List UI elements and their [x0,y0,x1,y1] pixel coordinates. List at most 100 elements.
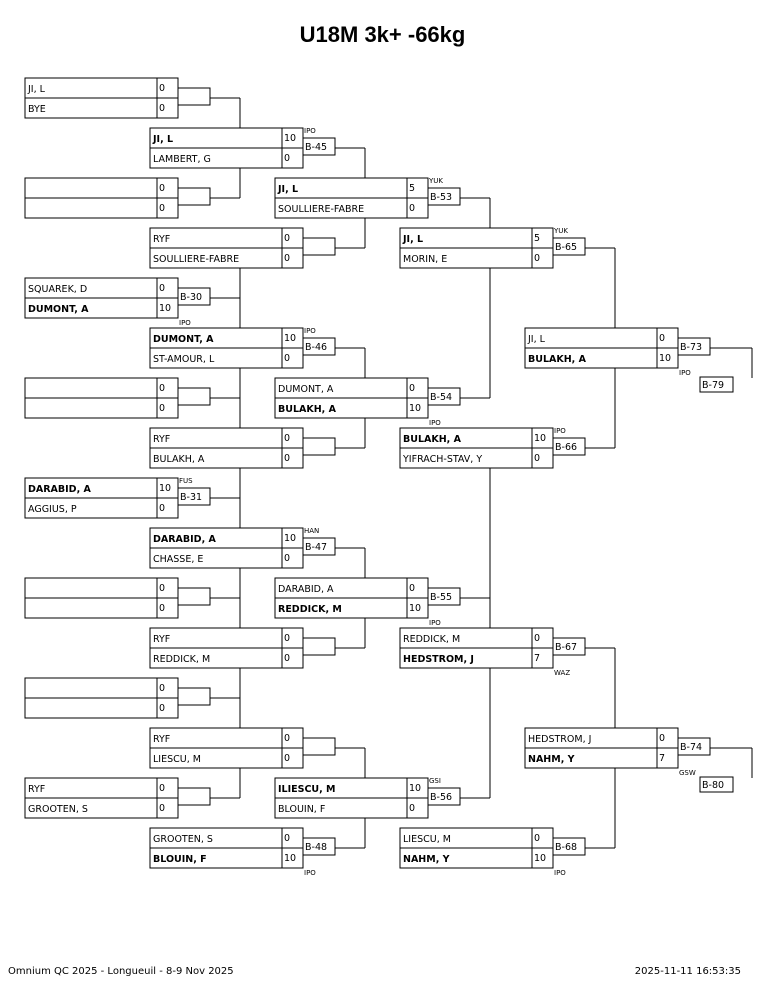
player-box [24,177,179,199]
match-number-box [427,387,461,406]
match-number: B-30 [180,292,202,303]
match-number-box [177,387,211,406]
match-number: B-47 [305,542,327,553]
player-box [24,97,179,119]
player-name: BLOUIN, F [153,854,207,865]
player-name: REDDICK, M [278,604,342,615]
player-name: AGGIUS, P [28,504,77,515]
player-name: SOULLIERE-FABRE [153,254,239,265]
match-number-box [552,237,586,256]
win-method: IPO [304,869,316,877]
win-method: IPO [554,427,566,435]
match-number-box [177,587,211,606]
match-number-box [302,737,336,756]
player-box [274,197,429,219]
match-number-box [177,487,211,506]
player-name: JI, L [27,84,46,95]
player-score: 10 [284,853,296,864]
match-number-box [302,637,336,656]
player-name: BULAKH, A [278,404,337,415]
player-name: ST-AMOUR, L [153,354,215,365]
player-name: JI, L [402,234,423,245]
player-name: LAMBERT, G [153,154,211,165]
player-box [24,777,179,799]
match-number-box [552,837,586,856]
player-score: 0 [284,653,290,664]
win-method: YUK [428,177,443,185]
player-box [24,797,179,819]
player-score: 5 [409,183,415,194]
player-name: RYF [28,784,45,795]
player-name: HEDSTROM, J [403,654,474,665]
player-box [24,397,179,419]
player-score: 0 [409,203,415,214]
match-number-box [177,787,211,806]
player-name: NAHM, Y [528,754,575,765]
player-score: 0 [284,733,290,744]
player-score: 10 [159,303,171,314]
player-score: 0 [284,433,290,444]
player-score: 0 [409,583,415,594]
player-score: 0 [159,803,165,814]
player-score: 0 [534,253,540,264]
player-box [149,247,304,269]
player-name: RYF [153,234,170,245]
player-box [149,427,304,449]
player-name: BULAKH, A [528,354,587,365]
player-box [274,797,429,819]
player-name: BLOUIN, F [278,804,325,815]
final-match-box [699,776,734,793]
player-box [24,77,179,99]
player-name: REDDICK, M [403,634,460,645]
player-score: 0 [284,233,290,244]
player-box [24,197,179,219]
win-method: IPO [179,319,191,327]
win-method: IPO [679,369,691,377]
player-score: 0 [659,733,665,744]
player-score: 0 [159,103,165,114]
player-score: 7 [659,753,665,764]
match-number-box [427,187,461,206]
player-score: 0 [284,453,290,464]
match-number-box [177,87,211,106]
player-box [149,847,304,869]
player-box [274,397,429,419]
win-method: YUK [553,227,568,235]
player-box [399,847,554,869]
player-name: SQUAREK, D [28,284,87,295]
win-method: HAN [304,527,319,535]
player-score: 0 [159,183,165,194]
match-number-box [177,187,211,206]
match-number: B-66 [555,442,577,453]
player-score: 0 [159,603,165,614]
player-box [399,447,554,469]
player-score: 0 [159,583,165,594]
player-name: RYF [153,634,170,645]
footer-event-info: Omnium QC 2025 - Longueuil - 8-9 Nov 202… [8,966,234,977]
player-name: SOULLIERE-FABRE [278,204,364,215]
player-score: 0 [159,203,165,214]
player-score: 0 [159,83,165,94]
player-name: REDDICK, M [153,654,210,665]
player-name: DARABID, A [153,534,216,545]
player-name: DARABID, A [28,484,91,495]
player-box [149,147,304,169]
player-box [524,347,679,369]
player-score: 10 [534,433,546,444]
match-number: B-45 [305,142,327,153]
match-number: B-74 [680,742,702,753]
player-box [149,447,304,469]
match-number: B-68 [555,842,577,853]
match-number-box [677,737,711,756]
player-score: 0 [284,633,290,644]
player-score: 0 [284,253,290,264]
player-box [24,497,179,519]
player-score: 10 [284,333,296,344]
player-name: MORIN, E [403,254,447,265]
player-name: BYE [28,104,46,115]
player-name: RYF [153,434,170,445]
player-name: LIESCU, M [153,754,201,765]
player-score: 10 [659,353,671,364]
player-name: JI, L [277,184,298,195]
player-score: 0 [159,283,165,294]
